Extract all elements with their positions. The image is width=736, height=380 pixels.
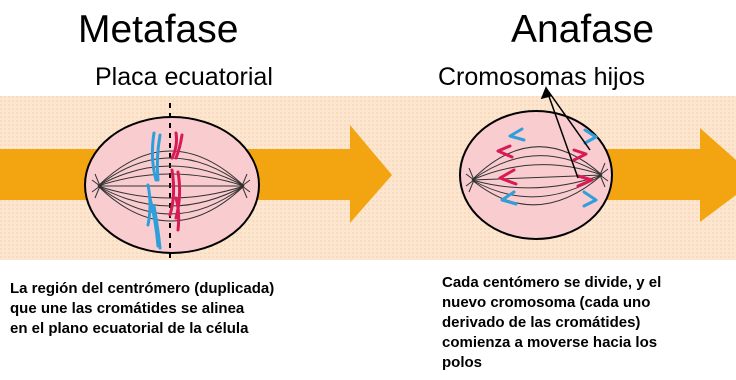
caption-line: que une las cromátides se alinea <box>10 300 245 317</box>
anafase-cell <box>459 86 613 240</box>
arrow-middle <box>245 125 392 223</box>
chromosome-blue <box>146 131 162 250</box>
metafase-cell <box>84 103 260 262</box>
caption-line: nuevo cromosoma (cada uno <box>442 294 651 311</box>
chromosome-red <box>168 131 184 232</box>
caption-line: polos <box>442 354 482 371</box>
daughter-chromosomes <box>496 127 598 208</box>
anafase-caption: Cada centómero se divide, y el nuevo cro… <box>442 273 661 373</box>
caption-line: derivado de las cromátides) <box>442 314 641 331</box>
cromosomas-hijos-label: Cromosomas hijos <box>438 63 646 91</box>
caption-line: Cada centómero se divide, y el <box>442 274 662 291</box>
caption-line: en el plano ecuatorial de la célula <box>10 320 249 337</box>
caption-line: La región del centrómero (duplicada) <box>10 280 275 297</box>
placa-ecuatorial-label: Placa ecuatorial <box>95 63 273 91</box>
arrow-right <box>600 128 736 222</box>
anafase-title: Anafase <box>511 8 655 51</box>
metafase-caption: La región del centrómero (duplicada) que… <box>10 279 274 339</box>
metafase-title: Metafase <box>78 8 239 51</box>
label-pointer-lines <box>540 86 591 179</box>
caption-line: comienza a moverse hacia los <box>442 334 658 351</box>
